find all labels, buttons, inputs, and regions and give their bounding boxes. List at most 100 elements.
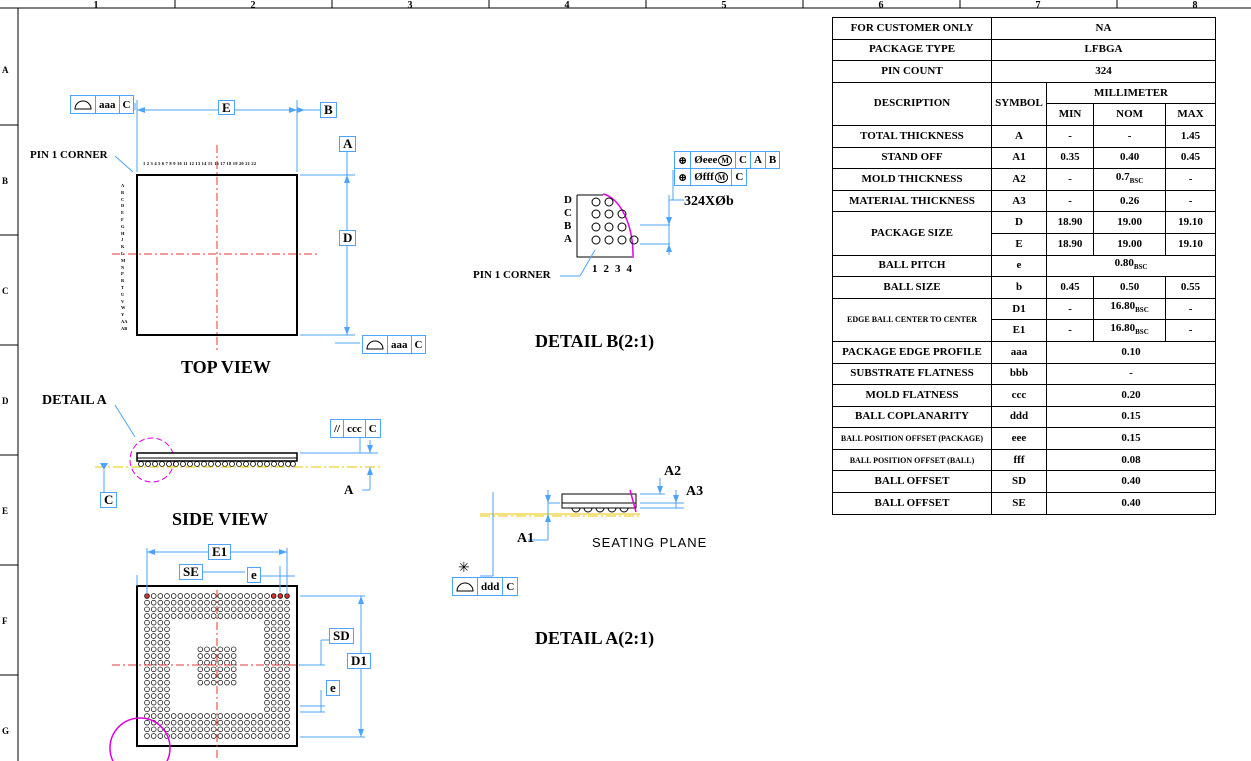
solder-ball — [264, 633, 270, 639]
solder-ball — [144, 726, 150, 733]
solder-ball — [217, 719, 224, 726]
solder-ball — [284, 726, 290, 733]
spec-description: BALL COPLANARITY — [832, 405, 992, 429]
fcf-datum-2: A — [749, 152, 765, 168]
solder-ball — [144, 626, 150, 633]
solder-ball — [150, 713, 157, 719]
spec-nom: 19.00 — [1093, 211, 1167, 234]
solder-ball — [244, 599, 250, 606]
solder-ball — [150, 626, 157, 633]
col-number: 1 — [592, 263, 598, 275]
solder-ball — [270, 686, 277, 693]
solder-ball — [144, 653, 150, 659]
col-number: 4 — [626, 263, 633, 275]
solder-ball — [277, 659, 284, 666]
spec-description: MOLD THICKNESS — [832, 168, 992, 191]
solder-ball — [204, 593, 210, 599]
fcf-datum-3: B — [764, 152, 779, 168]
solder-ball — [144, 699, 150, 706]
coplanarity-icon: ✳ — [458, 561, 470, 576]
solder-ball — [210, 673, 217, 679]
fcf-datum-1: C — [731, 169, 746, 185]
solder-ball — [210, 606, 217, 613]
top-view-row-letters: A B C D E F G H J K L M N P R T U V W Y … — [121, 183, 128, 331]
spec-symbol: e — [991, 254, 1047, 278]
solder-ball — [164, 673, 170, 679]
spec-min: - — [1045, 189, 1095, 213]
row-letter: B — [564, 220, 572, 232]
mmc-modifier: M — [714, 171, 729, 183]
solder-ball — [230, 726, 237, 733]
solder-ball — [284, 639, 290, 646]
row-letter: D — [564, 194, 572, 206]
customer-value: NA — [991, 17, 1216, 40]
solder-ball — [210, 666, 217, 673]
solder-ball — [164, 679, 170, 686]
solder-ball — [150, 619, 157, 626]
solder-ball — [264, 619, 270, 626]
header-nom: NOM — [1093, 103, 1167, 126]
spec-description: STAND OFF — [832, 146, 992, 170]
solder-ball — [164, 633, 170, 639]
solder-ball — [277, 666, 284, 673]
solder-ball — [177, 606, 184, 613]
detail-b-drawing — [560, 170, 684, 277]
solder-ball — [170, 593, 177, 599]
solder-ball — [157, 606, 164, 613]
dim-a-label: A — [344, 482, 354, 497]
solder-ball — [150, 646, 157, 653]
col-number: 2 — [603, 263, 610, 275]
spec-symbol: bbb — [991, 362, 1047, 386]
solder-ball — [150, 726, 157, 733]
solder-ball — [270, 733, 277, 739]
header-symbol: SYMBOL — [991, 81, 1047, 126]
solder-ball — [230, 659, 237, 666]
solder-ball — [257, 599, 264, 606]
solder-ball — [164, 619, 170, 626]
solder-ball — [210, 719, 217, 726]
bottom-view-drawing — [109, 548, 365, 761]
spec-min: - — [1045, 319, 1095, 342]
solder-ball — [150, 593, 157, 599]
fcf-tolerance: ccc — [343, 420, 365, 437]
fcf-tol-text: Øfff — [694, 171, 714, 183]
solder-ball — [210, 593, 217, 599]
solder-ball — [230, 719, 237, 726]
solder-ball — [284, 653, 290, 659]
solder-ball — [204, 666, 210, 673]
package-type-value: LFBGA — [991, 38, 1216, 62]
col-number: 3 — [615, 263, 621, 275]
solder-ball — [217, 593, 224, 599]
detail-a-title: DETAIL A(2:1) — [535, 628, 655, 648]
solder-ball — [230, 713, 237, 719]
solder-ball — [144, 593, 150, 599]
solder-ball — [224, 613, 230, 619]
pin1-corner-label: PIN 1 CORNER — [30, 149, 108, 161]
solder-ball — [157, 653, 164, 659]
solder-ball — [270, 633, 277, 639]
top-view-profile-fcf-right: aaa C — [362, 335, 427, 354]
solder-ball — [210, 726, 217, 733]
solder-ball — [264, 713, 270, 719]
profile-icon — [453, 578, 477, 595]
solder-ball — [264, 646, 270, 653]
spec-value: 0.40 — [1046, 470, 1216, 494]
zone-col-1: 1 — [93, 0, 99, 11]
solder-ball — [224, 653, 230, 659]
solder-ball — [217, 613, 224, 619]
solder-ball — [144, 606, 150, 613]
spec-description: PACKAGE SIZE — [832, 211, 992, 256]
bsc-subscript: BSC — [1129, 177, 1144, 186]
solder-ball — [157, 633, 164, 639]
solder-ball — [284, 713, 290, 719]
row-letter: A — [564, 233, 572, 245]
solder-ball — [270, 693, 277, 699]
solder-ball — [170, 613, 177, 619]
solder-ball — [144, 613, 150, 619]
spec-symbol: D1 — [991, 297, 1047, 321]
